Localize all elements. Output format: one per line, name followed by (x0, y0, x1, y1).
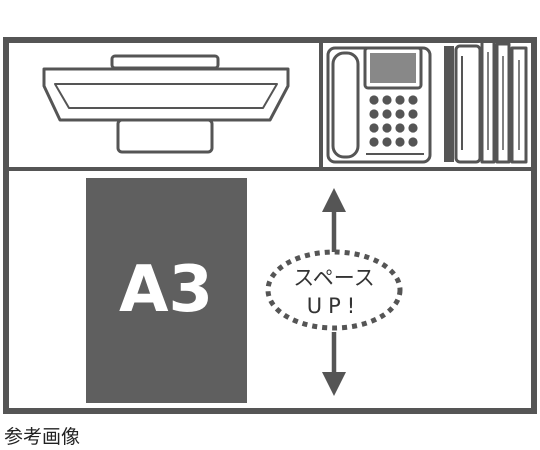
desk-phone-icon (326, 46, 432, 164)
down-arrow-icon (322, 332, 346, 396)
file-binders-icon (444, 38, 528, 164)
up-arrow-icon (322, 188, 346, 252)
caption: 参考画像 (4, 426, 81, 448)
space-label-line1: スペース (293, 266, 374, 290)
a3-label: A3 (119, 253, 213, 327)
monitor-icon (42, 54, 290, 154)
a3-paper: A3 (86, 178, 247, 403)
dotted-bubble-icon (265, 249, 403, 331)
desk-outline (3, 37, 537, 414)
space-label-line2: UP! (307, 294, 361, 318)
